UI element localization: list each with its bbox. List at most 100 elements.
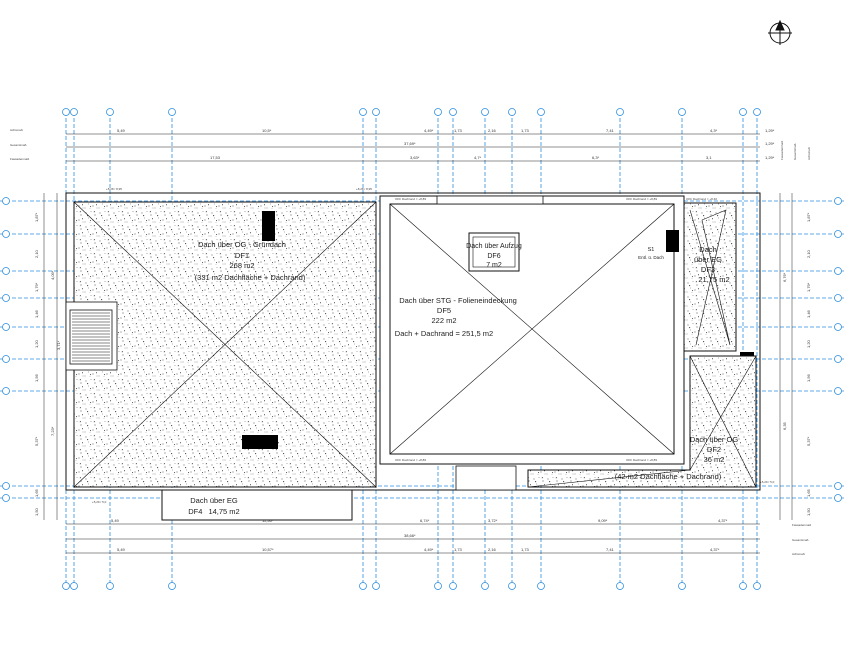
roof-df6-area: 7 m2 xyxy=(486,262,502,269)
dim-value: 2,10 xyxy=(34,249,39,258)
dimension-chain-top-axis: 5,49 10,5* 4,49* 1,73 2,16 1,73 7,41 4,3… xyxy=(117,128,775,133)
row-label-gesamtmass-top: Gesamtmaß xyxy=(10,143,27,147)
grid-axis-bubble xyxy=(449,108,457,116)
grid-axis-bubble xyxy=(481,108,489,116)
grid-axis-bubble xyxy=(834,355,842,363)
dim-value: 10,5* xyxy=(262,128,272,133)
dim-value: 4,49* xyxy=(424,547,434,552)
roof-df3 xyxy=(666,202,754,362)
roof-df1-note: (331 m2 Dachfläche + Dachrand) xyxy=(195,273,306,282)
level-tag: +8,28 / 8,95 xyxy=(356,187,372,191)
grid-axis-bubble xyxy=(834,294,842,302)
grid-axis-bubble xyxy=(168,108,176,116)
roof-df4-code: DF4 xyxy=(188,507,202,516)
level-tag: +8,28 / 8,95 xyxy=(106,187,122,191)
grid-axis-bubble xyxy=(359,108,367,116)
dimension-chain-top-total: 37,69* 1,29* xyxy=(404,141,775,146)
row-label-fassadenmass-top: Fassadenmaß xyxy=(10,157,29,161)
grid-axis-bubble xyxy=(739,582,747,590)
grid-axis-bubble xyxy=(2,294,10,302)
dim-value: 1,87* xyxy=(34,212,39,222)
grid-axis-bubble xyxy=(834,387,842,395)
dim-value: 1,73 xyxy=(521,547,530,552)
attika-tag: OKF Dachrand = +8,40 xyxy=(686,197,717,201)
dim-value: 5,37* xyxy=(806,436,811,446)
grid-axis-bubble xyxy=(434,108,442,116)
dim-value: 10,57* xyxy=(262,547,274,552)
roof-labels: Dach über OG - Gründach DF1 268 m2 (331 … xyxy=(188,240,738,516)
dim-value: 1,50 xyxy=(806,507,811,516)
grid-axis-bubble xyxy=(2,387,10,395)
roof-df6-title: Dach über Aufzug xyxy=(466,243,522,250)
dim-value: 3,71* xyxy=(56,340,61,350)
row-label-achsmass-top: Achsmaß xyxy=(10,128,23,132)
dimension-chain-bottom-axis: 5,49 10,57* 4,49* 1,73 2,16 1,73 7,41 4,… xyxy=(117,547,720,552)
dim-value: 1,73 xyxy=(521,128,530,133)
grid-axis-bubble xyxy=(62,582,70,590)
dim-value: 9,09* xyxy=(598,518,608,523)
roof-df5-title: Dach über STG - Folieneindeckung xyxy=(399,296,517,305)
roof-df1-ridge-lines xyxy=(73,201,377,488)
roof-df6-code: DF6 xyxy=(487,253,500,260)
roof-df2 xyxy=(527,355,757,488)
grid-axis-bubble xyxy=(2,323,10,331)
roof-df3-title: Dach xyxy=(699,245,717,254)
dim-value: 1,29* xyxy=(765,155,775,160)
grid-axis-bubble xyxy=(834,482,842,490)
dim-value: 2,16 xyxy=(488,547,497,552)
dim-value: 6,74* xyxy=(420,518,430,523)
grid-axis-bubble xyxy=(834,197,842,205)
dim-value: 17,53 xyxy=(210,155,221,160)
grid-axis-bubble xyxy=(678,582,686,590)
grid-axis-bubble xyxy=(2,197,10,205)
dim-value: 1,79* xyxy=(34,282,39,292)
dim-value: 4,7* xyxy=(474,155,482,160)
roof-df4 xyxy=(161,489,353,521)
roof-df3-l2: über EG xyxy=(694,255,722,264)
roof-df5 xyxy=(379,195,685,465)
grid-axis-bubble xyxy=(70,582,78,590)
row-label-gesamtmass-bottom: Gesamtmaß xyxy=(792,538,809,542)
grid-axis-bubble xyxy=(372,108,380,116)
dim-value: 1,65 xyxy=(806,488,811,497)
roof-df1 xyxy=(73,201,377,488)
grid-axis-bubble xyxy=(106,108,114,116)
grid-axis-bubble xyxy=(753,108,761,116)
dim-value: 4,09* xyxy=(50,270,55,280)
dim-value: 1,46 xyxy=(806,309,811,318)
grid-axis-bubble xyxy=(834,267,842,275)
roof-df2-code: DF2 xyxy=(707,445,721,454)
grid-axis-bubble xyxy=(2,494,10,502)
grid-axis-bubble xyxy=(834,323,842,331)
dimension-chain-bottom-total: 38,66* xyxy=(404,533,416,538)
dim-value: 1,20 xyxy=(806,339,811,348)
dim-value: 38,66* xyxy=(404,533,416,538)
dim-value: 4,37* xyxy=(718,518,728,523)
row-label-fassadenmass-bottom: Fassadenmaß xyxy=(792,523,811,527)
dim-value: 5,49 xyxy=(117,547,126,552)
roof-df2-area: 36 m2 xyxy=(704,455,725,464)
dim-value: 3,72* xyxy=(488,518,498,523)
dim-value: 5,49 xyxy=(111,518,120,523)
dim-value: 2,16 xyxy=(488,128,497,133)
dim-value: 1,46 xyxy=(34,309,39,318)
grid-axis-bubble xyxy=(537,582,545,590)
attika-tag: OKF Dachrand = +8,89 xyxy=(395,458,426,462)
col-label-fassadenmass: Fassadenmaß xyxy=(780,141,784,160)
grid-axis-bubble xyxy=(537,108,545,116)
dim-value: 1,29* xyxy=(765,141,775,146)
attika-tags: OKF Dachrand = +8,89 OKF Dachrand = +8,8… xyxy=(92,187,775,504)
dim-value: 1,73 xyxy=(454,547,463,552)
roof-opening xyxy=(666,230,679,252)
dim-value: 1,79* xyxy=(806,282,811,292)
dim-value: 7,41 xyxy=(606,128,615,133)
roof-df4-title: Dach über EG xyxy=(190,496,238,505)
grid-axis-bubble xyxy=(2,267,10,275)
grid-axis-bubble xyxy=(62,108,70,116)
grid-axis-bubble xyxy=(106,582,114,590)
dimension-chain-right: 1,87* 2,10 1,79* 1,46 1,20 1,56 5,37* 1,… xyxy=(782,212,811,516)
grid-axis-bubble xyxy=(481,582,489,590)
roof-df3-code: DF3 xyxy=(701,265,715,274)
roof-df5-note: Dach + Dachrand = 251,5 m2 xyxy=(395,329,493,338)
